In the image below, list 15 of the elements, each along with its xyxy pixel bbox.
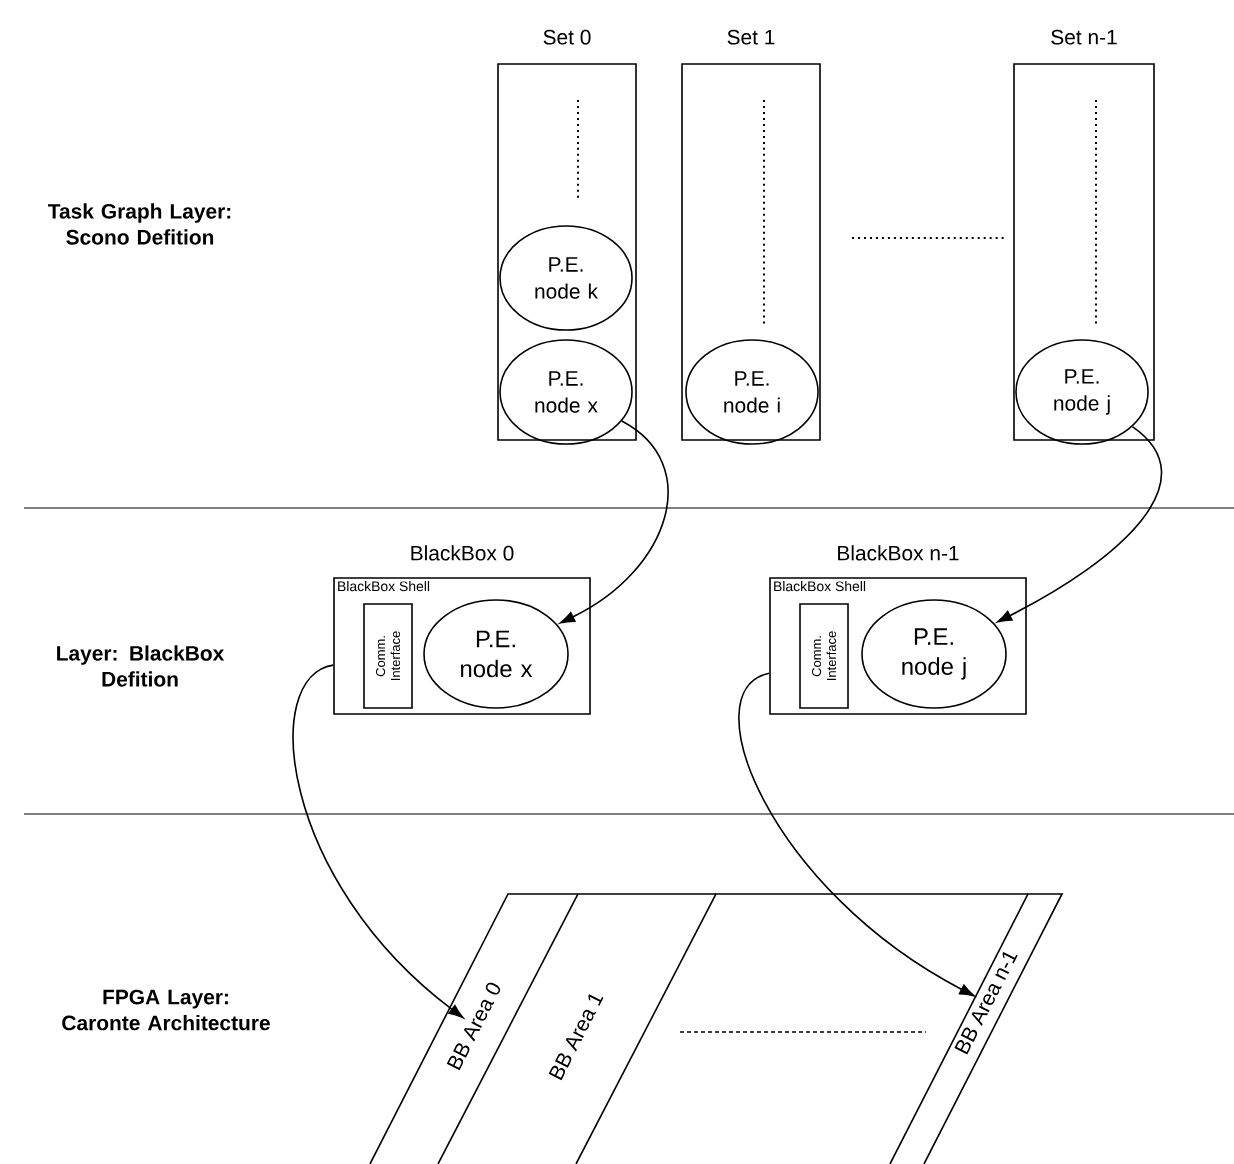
layer-label: Task Graph Layer: Scono Defition xyxy=(48,203,231,245)
set-heading: Set n-1 xyxy=(1051,29,1117,45)
blackbox-heading: BlackBox 0 xyxy=(411,545,514,561)
blackbox-heading: BlackBox n-1 xyxy=(838,545,959,561)
arrow xyxy=(292,664,464,1019)
set-heading: Set 0 xyxy=(543,29,591,45)
area-label: BB Area 0 xyxy=(446,982,501,1071)
arrow xyxy=(559,420,669,624)
arrow xyxy=(738,672,975,997)
layer-label: Layer: BlackBox Defition xyxy=(57,645,225,687)
layer-label: FPGA Layer: Caronte Architecture xyxy=(62,989,270,1031)
arrow xyxy=(996,425,1163,623)
area-label: BB Area n-1 xyxy=(954,952,1018,1055)
area-label: BB Area 1 xyxy=(548,994,604,1081)
set-heading: Set 1 xyxy=(727,29,775,45)
